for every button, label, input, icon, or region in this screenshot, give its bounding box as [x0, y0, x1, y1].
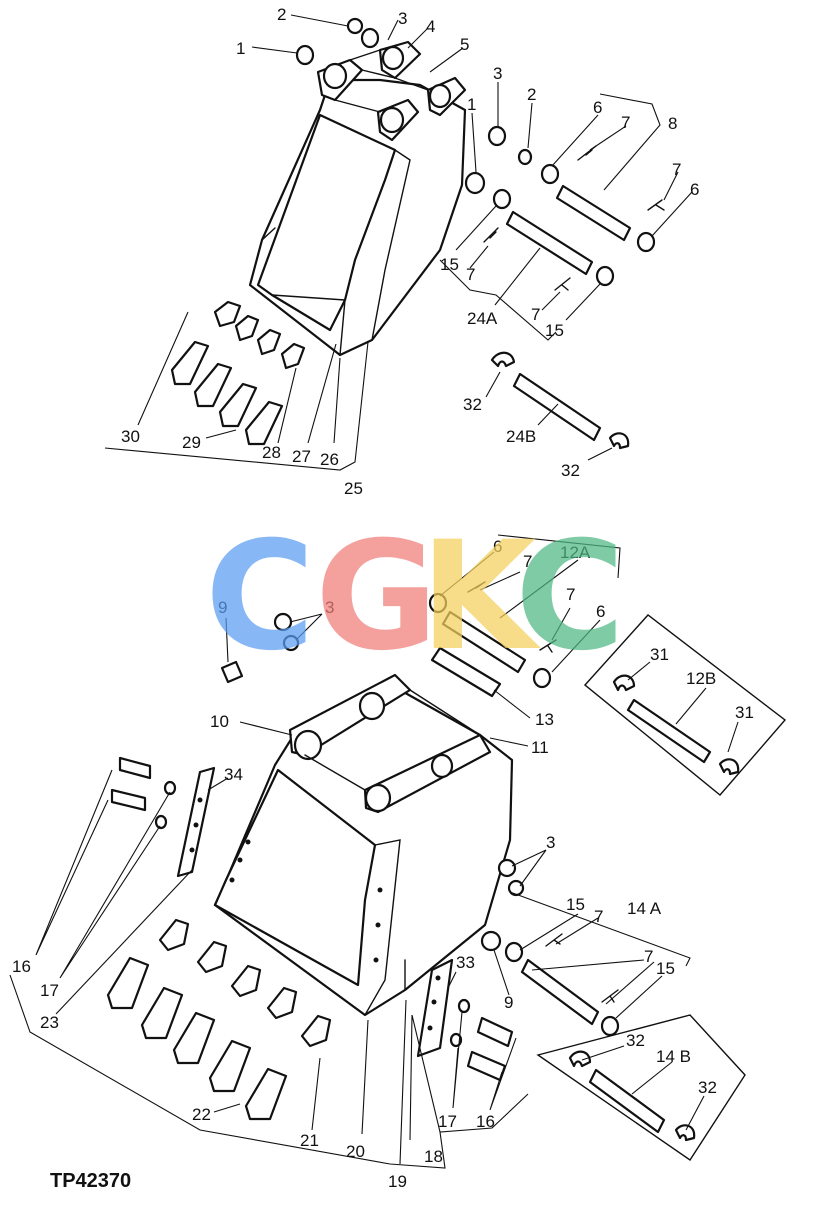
callout-24b: 24B: [506, 427, 536, 446]
callout-15: 15: [656, 959, 675, 978]
callout-12a: 12A: [560, 543, 591, 562]
callout-29: 29: [182, 433, 201, 452]
callout-1: 1: [467, 95, 476, 114]
callout-32: 32: [626, 1031, 645, 1050]
callout-16: 16: [476, 1112, 495, 1131]
callout-8: 8: [668, 114, 677, 133]
callout-7: 7: [594, 907, 603, 926]
callout-labels: 1 2 3 4 5 3 2 1 6 7 8 7 6 15 7 7 24A 15 …: [12, 5, 754, 1191]
callout-7: 7: [672, 160, 681, 179]
callout-6: 6: [690, 180, 699, 199]
bottom-bucket-body: [213, 673, 514, 1017]
callout-27: 27: [292, 447, 311, 466]
callout-12b: 12B: [686, 669, 716, 688]
callout-34: 34: [224, 765, 243, 784]
callout-17: 17: [438, 1112, 457, 1131]
watermark-letter-k: K: [420, 510, 541, 684]
callout-20: 20: [346, 1142, 365, 1161]
callout-7: 7: [523, 552, 532, 571]
callout-23: 23: [40, 1013, 59, 1032]
callout-14a: 14 A: [627, 899, 662, 918]
callout-31: 31: [735, 703, 754, 722]
callout-4: 4: [426, 17, 435, 36]
callout-32: 32: [463, 395, 482, 414]
callout-10: 10: [210, 712, 229, 731]
callout-7: 7: [531, 305, 540, 324]
callout-33: 33: [456, 953, 475, 972]
watermark-letter-c1: C: [205, 510, 315, 684]
callout-3: 3: [546, 833, 555, 852]
callout-24a: 24A: [467, 309, 498, 328]
callout-15: 15: [545, 321, 564, 340]
callout-7: 7: [566, 585, 575, 604]
top-hardware: [295, 17, 665, 450]
callout-7: 7: [644, 947, 653, 966]
callout-32: 32: [561, 461, 580, 480]
callout-30: 30: [121, 427, 140, 446]
callout-17: 17: [40, 981, 59, 1000]
callout-16: 16: [12, 957, 31, 976]
bottom-hardware: [110, 581, 787, 1161]
callout-6: 6: [593, 98, 602, 117]
callout-1: 1: [236, 39, 245, 58]
callout-9: 9: [218, 598, 227, 617]
top-bucket-teeth: [170, 300, 306, 446]
watermark-letter-g: G: [315, 510, 438, 684]
callout-32: 32: [698, 1078, 717, 1097]
callout-6: 6: [493, 537, 502, 556]
callout-3: 3: [493, 64, 502, 83]
bottom-bucket-teeth: [106, 918, 332, 1121]
callout-18: 18: [424, 1147, 443, 1166]
watermark-logo: C G K C: [205, 510, 625, 684]
figure-code: TP42370: [50, 1170, 131, 1192]
callout-6: 6: [596, 602, 605, 621]
callout-15: 15: [566, 895, 585, 914]
callout-9: 9: [504, 993, 513, 1012]
callout-7: 7: [621, 113, 630, 132]
callout-5: 5: [460, 35, 469, 54]
callout-2: 2: [527, 85, 536, 104]
callout-31: 31: [650, 645, 669, 664]
callout-3: 3: [398, 9, 407, 28]
callout-11: 11: [531, 738, 549, 757]
top-bucket-body: [248, 40, 467, 357]
callout-2: 2: [277, 5, 286, 24]
callout-28: 28: [262, 443, 281, 462]
callout-26: 26: [320, 450, 339, 469]
callout-22: 22: [192, 1105, 211, 1124]
callout-7: 7: [466, 265, 475, 284]
callout-19: 19: [388, 1172, 407, 1191]
callout-15: 15: [440, 255, 459, 274]
callout-13: 13: [535, 710, 554, 729]
watermark-letter-c2: C: [515, 510, 625, 684]
callout-25: 25: [344, 479, 363, 498]
callout-3: 3: [325, 598, 334, 617]
callout-14b: 14 B: [656, 1047, 691, 1066]
leader-lines: [9, 14, 739, 1169]
callout-21: 21: [300, 1131, 319, 1150]
